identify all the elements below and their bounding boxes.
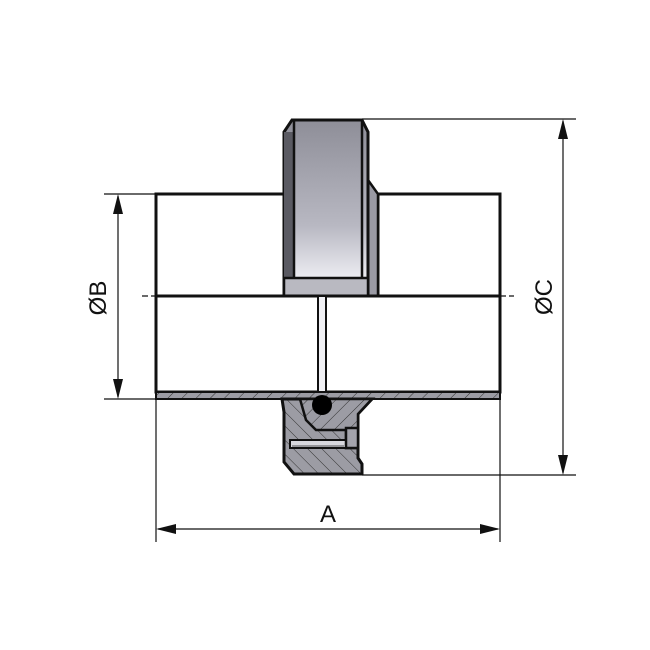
dimension-b-label: ØB xyxy=(85,281,112,316)
dimension-b: ØB xyxy=(85,193,156,400)
arrow-left-icon xyxy=(156,524,176,534)
upper-exterior-view xyxy=(154,118,502,298)
nut-inner-band xyxy=(282,276,370,298)
dimension-a: A xyxy=(155,399,501,542)
arrow-up-icon xyxy=(113,194,123,214)
arrow-up-icon xyxy=(558,119,568,139)
lower-section-view xyxy=(154,294,502,476)
retaining-ring xyxy=(344,426,360,450)
dimension-c: ØC xyxy=(362,118,576,476)
nut-upper xyxy=(282,118,370,298)
joint-gap xyxy=(317,295,327,397)
thread-groove xyxy=(289,439,347,449)
arrow-down-icon xyxy=(558,455,568,475)
arrow-down-icon xyxy=(113,379,123,399)
arrow-right-icon xyxy=(480,524,500,534)
o-ring-seal xyxy=(312,395,332,415)
dimension-a-label: A xyxy=(320,501,336,528)
left-pipe-upper xyxy=(154,192,286,298)
nut-left-face xyxy=(284,132,294,278)
right-pipe-upper xyxy=(376,192,502,298)
dimension-c-label: ØC xyxy=(531,279,558,315)
pipe-lower xyxy=(154,294,502,394)
